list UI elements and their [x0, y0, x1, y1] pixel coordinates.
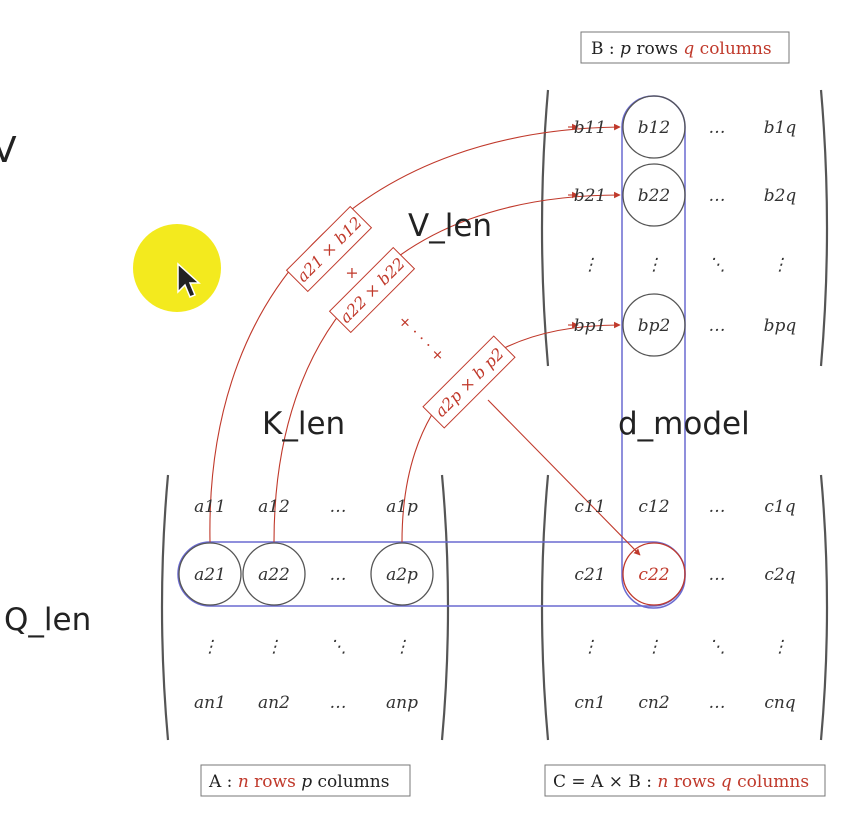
- matrix_b-cell-r2-c3: …: [709, 186, 726, 206]
- matrix_b-cell-r2-c2: b22: [638, 186, 671, 206]
- mouse-cursor-icon: [177, 262, 201, 298]
- matrix-b-caption-box: [580, 31, 790, 64]
- matrix_b-cell-r3-c3: ⋱: [709, 255, 726, 275]
- matrix_a-cell-r2-c1: a21: [194, 565, 226, 585]
- matrix-brackets: [160, 89, 829, 741]
- matrix_a-cell-r3-c2: ⋮: [266, 637, 283, 657]
- ellipsis-sum: + · · · +: [394, 311, 448, 365]
- matrix_a-cell-r2-c2: a22: [258, 565, 290, 585]
- matrix_b-cell-r2-c1: b21: [574, 186, 607, 206]
- matrix_a-cell-r2-c4: a2p: [386, 565, 418, 585]
- matrix_c-cell-r1-c2: c12: [638, 497, 669, 517]
- annotation-v-len: V_len: [408, 208, 493, 244]
- annotation-d-model: d_model: [618, 406, 750, 442]
- plus-sign: +: [345, 263, 358, 282]
- element-circles: [178, 95, 686, 606]
- matrix_b-cell-r3-c2: ⋮: [646, 255, 663, 275]
- matrix_b-cell-r4-c1: bp1: [574, 316, 607, 336]
- matrix-a-cells: a11 a12 … a1p a21 a22 … a2p ⋮ ⋮ ⋱ ⋮ an1 an2 … anp: [194, 497, 418, 713]
- c22-circle: [622, 542, 686, 606]
- matrix_c-cell-r3-c1: ⋮: [582, 637, 599, 657]
- matrix_c-cell-r3-c2: ⋮: [646, 637, 663, 657]
- matrix_a-cell-r3-c4: ⋮: [394, 637, 411, 657]
- matrix_a-cell-r1-c3: …: [330, 497, 347, 517]
- matrix_b-cell-r1-c2: b12: [638, 118, 671, 138]
- a21-circle: [178, 542, 242, 606]
- annotation-k-len: K_len: [262, 406, 346, 442]
- matrix_a-cell-r1-c4: a1p: [386, 497, 418, 517]
- matrix_b-cell-r3-c4: ⋮: [772, 255, 789, 275]
- matrix_a-cell-r2-c3: …: [330, 565, 347, 585]
- matrix_c-cell-r4-c4: cnq: [764, 693, 795, 713]
- matrix-b-left-bracket: [540, 89, 550, 367]
- matrix_a-cell-r4-c2: an2: [258, 693, 290, 713]
- matrix_b-cell-r1-c4: b1q: [764, 118, 797, 138]
- a2p-circle: [370, 542, 434, 606]
- matrix-a-left-bracket: [160, 474, 170, 741]
- matrix_b-cell-r4-c2: bp2: [638, 316, 671, 336]
- a22-circle: [242, 542, 306, 606]
- matrix_c-cell-r3-c4: ⋮: [772, 637, 789, 657]
- matrix-b-right-bracket: [819, 89, 829, 367]
- matrix-c-cells: c11 c12 … c1q c21 c22 … c2q ⋮ ⋮ ⋱ ⋮ cn1 cn2 … cnq: [574, 497, 795, 713]
- matrix-c-right-bracket: [819, 474, 829, 741]
- arrow-sum-c22: [487, 399, 641, 556]
- matrix-b-caption: B : p rows q columns: [591, 39, 772, 59]
- matrix-a-right-bracket: [440, 474, 450, 741]
- cursor-highlight: [133, 224, 221, 312]
- matrix_b-cell-r1-c3: …: [709, 118, 726, 138]
- matrix_c-cell-r4-c2: cn2: [638, 693, 669, 713]
- matrix-b-cells: b11 b12 … b1q b21 b22 … b2q ⋮ ⋮ ⋱ ⋮ bp1 bp2 … bpq: [574, 118, 797, 336]
- matrix_a-cell-r1-c1: a11: [194, 497, 226, 517]
- annotation-stray-glyph: V: [0, 130, 17, 171]
- matrix_c-cell-r2-c4: c2q: [764, 565, 795, 585]
- matrix_b-cell-r2-c4: b2q: [764, 186, 797, 206]
- b22-circle: [622, 163, 686, 227]
- matrix_a-cell-r3-c1: ⋮: [202, 637, 219, 657]
- matrix_c-cell-r4-c3: …: [709, 693, 726, 713]
- matrix_c-cell-r2-c3: …: [709, 565, 726, 585]
- matrix-c-caption: C = A × B : n rows q columns: [553, 772, 809, 792]
- matrix_c-cell-r1-c4: c1q: [764, 497, 795, 517]
- matrix_a-cell-r4-c1: an1: [194, 693, 226, 713]
- matrix_b-cell-r1-c1: b11: [574, 118, 607, 138]
- matrix-c-caption-box: [544, 764, 826, 797]
- matrix_a-cell-r3-c3: ⋱: [330, 637, 347, 657]
- b12-circle: [622, 95, 686, 159]
- matrix_c-cell-r3-c3: ⋱: [709, 637, 726, 657]
- annotation-q-len: Q_len: [4, 602, 92, 638]
- matrix-c-left-bracket: [540, 474, 550, 741]
- matrix_c-cell-r4-c1: cn1: [574, 693, 605, 713]
- matrix_a-cell-r4-c3: …: [330, 693, 347, 713]
- matrix_c-cell-r2-c1: c21: [574, 565, 605, 585]
- matrix_c-cell-r1-c1: c11: [574, 497, 605, 517]
- matrix_a-cell-r4-c4: anp: [386, 693, 418, 713]
- matrix_b-cell-r4-c3: …: [709, 316, 726, 336]
- matrix-a-caption-box: [200, 764, 411, 797]
- matrix_b-cell-r3-c1: ⋮: [582, 255, 599, 275]
- row-highlight-band: [177, 541, 686, 607]
- matrix_c-cell-r2-c2: c22: [638, 565, 669, 585]
- matrix_b-cell-r4-c4: bpq: [764, 316, 797, 336]
- bp2-circle: [622, 293, 686, 357]
- matrix-a-caption: A : n rows p columns: [208, 772, 389, 792]
- matrix_a-cell-r1-c2: a12: [258, 497, 290, 517]
- matrix_c-cell-r1-c3: …: [709, 497, 726, 517]
